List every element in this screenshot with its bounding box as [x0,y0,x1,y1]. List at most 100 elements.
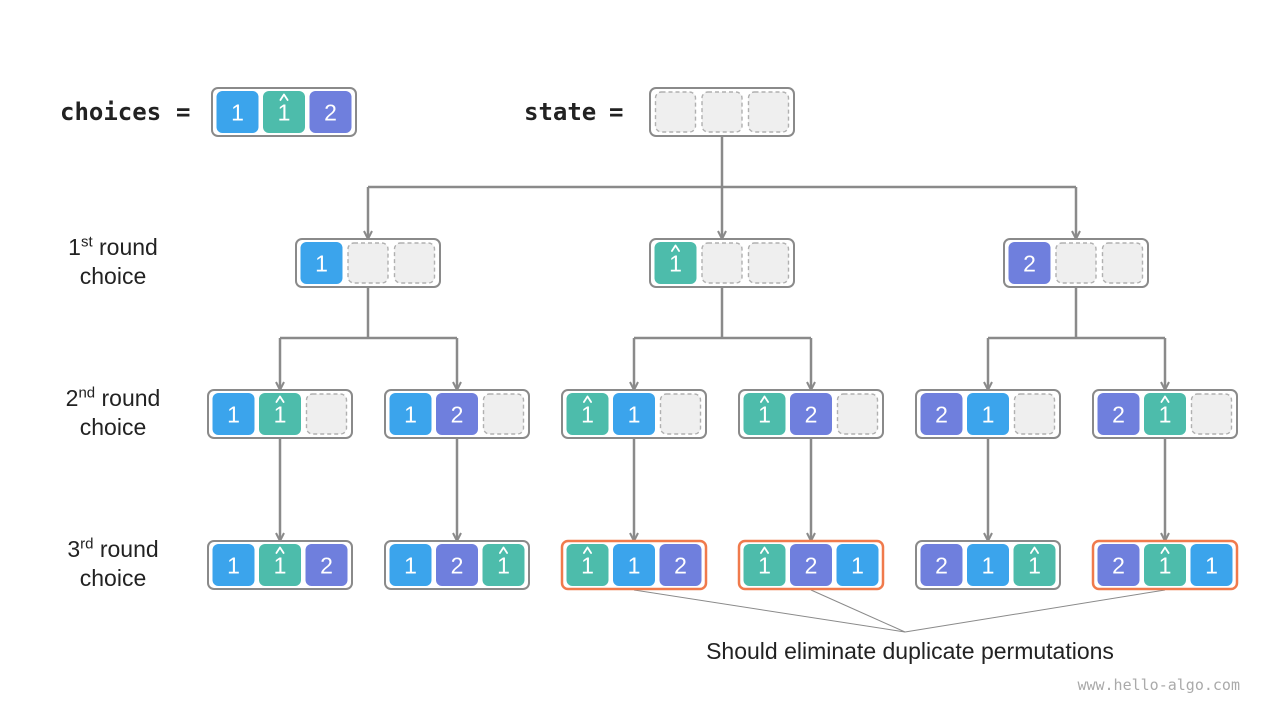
value-cell-text: 1 [982,553,995,579]
hat-mark-icon [583,546,592,554]
level1-node-1: 1 [649,238,795,288]
value-cell [259,393,301,435]
value-cell-text: 1 [758,553,771,579]
empty-cell [482,393,525,435]
hat-mark-icon [583,395,592,403]
value-cell [389,544,432,586]
empty-cell [1055,242,1097,284]
hat-mark-icon [1160,395,1170,403]
hat-mark-icon [1160,546,1170,554]
value-cell-text: 1 [404,553,417,579]
round-1-suffix: st [80,233,93,251]
value-cell [216,91,259,133]
round-2-label: 2nd round choice [20,384,206,442]
empty-cell [701,91,743,133]
value-cell [389,393,432,435]
value-cell-text: 1 [581,553,594,579]
value-cell [743,544,786,586]
value-cell-text: 1 [315,251,328,277]
hat-mark-icon [760,546,769,554]
value-cell-text: 2 [935,402,948,428]
round-2-number: 2 [65,385,79,411]
hat-mark-icon [275,546,285,554]
value-cell-text: 2 [674,553,687,579]
value-cell-text: 1 [1205,553,1218,579]
value-cell [1097,393,1140,435]
value-cell [482,544,525,586]
empty-cell [836,393,879,435]
value-cell [967,393,1009,435]
annotation-line-5 [904,589,1166,633]
value-cell-text: 1 [628,402,641,428]
value-cell-text: 2 [451,553,464,579]
round-1-choice: choice [79,263,147,289]
level3-duplicate-node-5: 2 1 1 [1091,539,1239,591]
value-cell-text: 1 [227,553,240,579]
value-cell-text: 1 [1159,402,1172,428]
value-cell-text: 1 [581,402,594,428]
round-3-suffix: rd [80,535,94,553]
empty-cell [654,91,697,133]
round-2-suffix: nd [78,384,96,402]
value-cell-text: 1 [982,402,995,428]
value-cell [654,242,697,284]
level1-node-2: 2 [1003,238,1149,288]
round-3-word: round [93,536,159,562]
annotation-line-2 [633,589,906,633]
value-cell-text: 1 [404,402,417,428]
hat-mark-icon [499,546,508,554]
value-cell [300,242,343,284]
value-cell [790,544,832,586]
level1-node-0: 1 [295,238,441,288]
hat-mark-icon [1030,546,1039,554]
empty-cell [1190,393,1233,435]
value-cell [613,544,655,586]
value-cell-text: 1 [274,553,287,579]
level3-node-0: 1 1 2 [207,540,353,590]
value-cell [1013,544,1056,586]
value-cell [212,544,255,586]
value-cell [259,544,301,586]
empty-cell [701,242,743,284]
empty-cell [305,393,348,435]
hat-mark-icon [760,395,769,403]
value-cell-text: 1 [227,402,240,428]
value-cell [263,91,305,133]
value-cell-text: 1 [628,553,641,579]
value-cell [659,544,702,586]
value-cell [920,393,963,435]
value-cell-text: 1 [274,402,287,428]
value-cell [1144,544,1186,586]
round-2-choice: choice [79,414,147,440]
annotation-lines [633,589,1166,633]
value-cell [212,393,255,435]
round-2-word: round [95,385,161,411]
value-cell-text: 2 [1023,251,1036,277]
value-cell [1008,242,1051,284]
hat-mark-icon [275,395,285,403]
value-cell-text: 1 [669,251,682,277]
value-cell-text: 1 [278,100,291,126]
value-cell [436,393,478,435]
value-cell [1190,544,1233,586]
tree-edges [280,136,1165,540]
value-cell-text: 1 [1159,553,1172,579]
hat-mark-icon [671,244,680,252]
value-cell-text: 2 [320,553,333,579]
value-cell [305,544,348,586]
round-1-word: round [92,234,158,260]
value-cell [566,544,609,586]
value-cell [309,91,352,133]
value-cell-text: 2 [1112,553,1125,579]
value-cell-text: 2 [935,553,948,579]
empty-cell [1101,242,1144,284]
